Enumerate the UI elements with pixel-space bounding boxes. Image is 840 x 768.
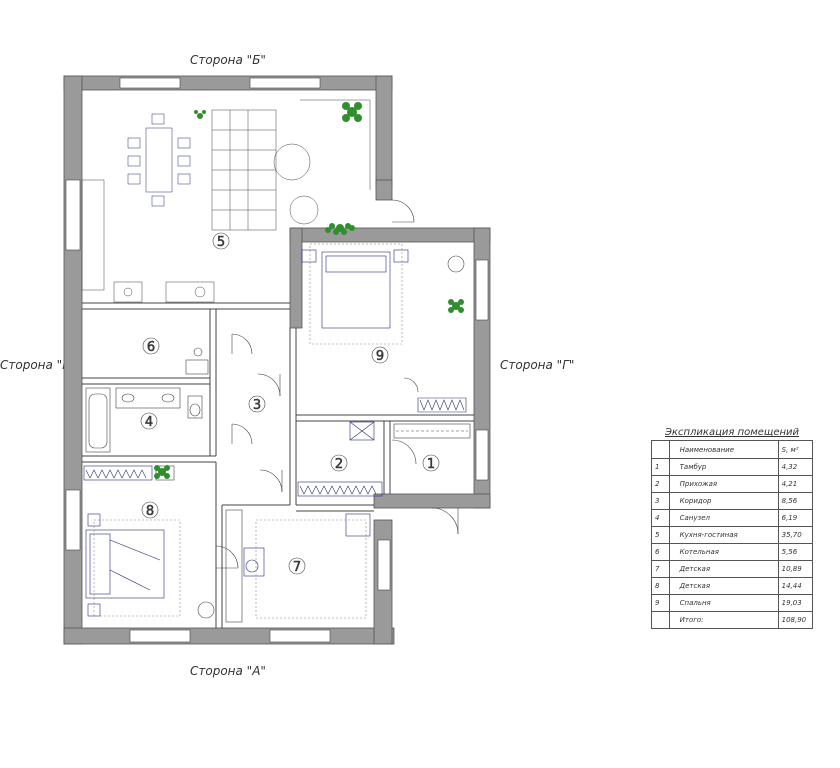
table-row: 3 Коридор 8,56	[651, 492, 814, 510]
table-row: 7 Детская 10,89	[651, 560, 814, 578]
bedroom-9-furniture	[301, 243, 467, 413]
row-area: 19,03	[777, 594, 814, 612]
table-row: 5 Кухня-гостиная 35,70	[651, 526, 814, 544]
interior-walls	[82, 302, 474, 628]
side-label-b: Сторона "Б"	[190, 53, 266, 67]
total-name: Итого:	[668, 611, 779, 629]
row-name: Котельная	[668, 543, 779, 561]
plant-icon	[325, 223, 355, 235]
row-num: 1	[651, 458, 670, 476]
bathroom-fixtures	[85, 347, 209, 453]
header-name: Наименование	[668, 440, 779, 459]
plant-icon	[154, 465, 170, 479]
row-area: 4,21	[777, 475, 814, 493]
room-markers: 1 2 3 4 5 6 7 8 9	[140, 232, 440, 575]
room-number: 2	[335, 457, 343, 472]
room-marker-5: 5	[212, 232, 230, 250]
kitchen-furniture	[81, 99, 371, 303]
explication-grid: Наименование S, м² 1 Тамбур 4,32 2 Прихо…	[651, 440, 814, 629]
bedroom-8-furniture	[83, 465, 215, 619]
row-area: 4,32	[777, 458, 814, 476]
plants	[154, 102, 464, 479]
room-number: 7	[293, 560, 301, 575]
row-num: 4	[651, 509, 670, 527]
room-marker-4: 4	[140, 412, 158, 430]
room-number: 1	[427, 457, 435, 472]
total-num	[651, 611, 670, 629]
room-marker-3: 3	[248, 395, 266, 413]
row-name: Детская	[668, 577, 779, 595]
table-row: 2 Прихожая 4,21	[651, 475, 814, 493]
row-name: Кухня-гостиная	[668, 526, 779, 544]
header-num	[651, 440, 670, 459]
row-name: Спальня	[668, 594, 779, 612]
side-label-v: Сторона "В"	[0, 358, 76, 372]
room-marker-7: 7	[288, 557, 306, 575]
row-name: Санузел	[668, 509, 779, 527]
table-row: 4 Санузел 6,19	[651, 509, 814, 527]
row-name: Детская	[668, 560, 779, 578]
room-marker-2: 2	[330, 454, 348, 472]
side-label-a: Сторона "А"	[190, 664, 266, 678]
room-number: 4	[145, 415, 153, 430]
plant-icon	[194, 110, 206, 119]
room-marker-1: 1	[422, 454, 440, 472]
plant-icon	[342, 102, 362, 122]
table-header-row: Наименование S, м²	[651, 440, 814, 459]
tambour-furniture	[393, 423, 471, 439]
row-num: 5	[651, 526, 670, 544]
room-number: 3	[253, 398, 261, 413]
row-name: Коридор	[668, 492, 779, 510]
room-marker-9: 9	[371, 346, 389, 364]
table-row: 8 Детская 14,44	[651, 577, 814, 595]
row-area: 14,44	[777, 577, 814, 595]
explication-table: Экспликация помещений Наименование S, м²…	[651, 427, 814, 629]
row-area: 8,56	[777, 492, 814, 510]
row-area: 10,89	[777, 560, 814, 578]
hallway-furniture	[297, 421, 383, 497]
row-name: Тамбур	[668, 458, 779, 476]
room-number: 5	[217, 235, 225, 250]
row-num: 2	[651, 475, 670, 493]
row-num: 7	[651, 560, 670, 578]
room-number: 9	[376, 349, 384, 364]
table-row: 6 Котельная 5,56	[651, 543, 814, 561]
row-num: 9	[651, 594, 670, 612]
room-marker-8: 8	[141, 501, 159, 519]
room-number: 6	[147, 340, 155, 355]
row-area: 6,19	[777, 509, 814, 527]
row-num: 6	[651, 543, 670, 561]
floor-plan: 1 2 3 4 5 6 7 8 9	[63, 75, 491, 645]
side-label-g: Сторона "Г"	[500, 358, 575, 372]
table-row: 1 Тамбур 4,32	[651, 458, 814, 476]
row-area: 5,56	[777, 543, 814, 561]
row-name: Прихожая	[668, 475, 779, 493]
windows	[65, 77, 489, 643]
row-num: 8	[651, 577, 670, 595]
room-number: 8	[146, 504, 154, 519]
room-marker-6: 6	[142, 337, 160, 355]
plant-icon	[448, 299, 464, 313]
table-total-row: Итого: 108,90	[651, 611, 814, 629]
header-area: S, м²	[777, 440, 814, 459]
table-row: 9 Спальня 19,03	[651, 594, 814, 612]
row-num: 3	[651, 492, 670, 510]
doors	[215, 199, 459, 569]
explication-title: Экспликация помещений	[664, 427, 800, 438]
total-area: 108,90	[777, 611, 814, 629]
room-7-furniture	[225, 509, 371, 623]
row-area: 35,70	[777, 526, 814, 544]
